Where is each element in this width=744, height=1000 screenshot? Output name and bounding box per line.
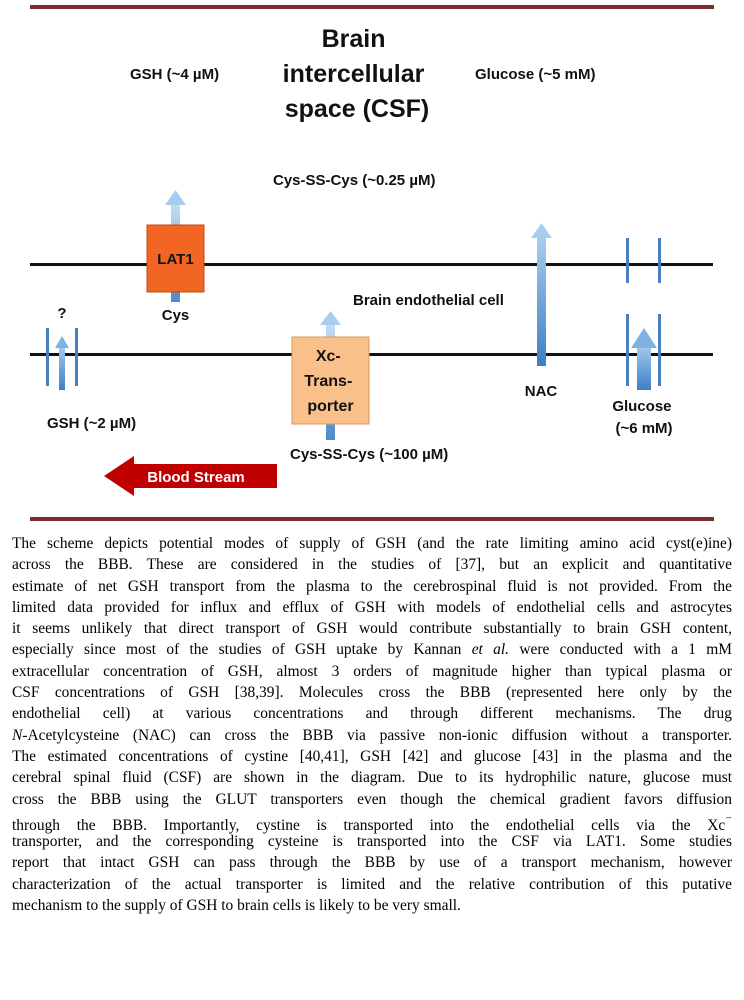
basal-membrane <box>30 353 713 356</box>
caption-text: it seems unlikely that direct transport … <box>12 620 732 638</box>
caption-line: limited data provided for influx and eff… <box>12 597 732 618</box>
glut-basal-left-bar <box>626 314 629 386</box>
xc-arrowhead <box>320 311 341 325</box>
gsh-plasma-label: GSH (~2 µM) <box>47 415 136 432</box>
cys-label: Cys <box>162 307 190 324</box>
caption-line: cerebral spinal fluid (CSF) are shown in… <box>12 767 732 788</box>
xc-transporter <box>291 336 370 425</box>
caption-line: characterization of the actual transport… <box>12 874 732 895</box>
glucose-arrow-stem <box>637 344 651 390</box>
caption-text: estimate of net GSH transport from the p… <box>12 577 732 595</box>
caption-italic: N <box>12 726 23 744</box>
caption-line: mechanism to the supply of GSH to brain … <box>12 895 732 916</box>
caption-line: endothelial cell) at various concentrati… <box>12 703 732 724</box>
caption-text: characterization of the actual transport… <box>12 875 732 893</box>
apical-membrane <box>30 263 713 266</box>
glucose-arrowhead <box>631 328 657 348</box>
caption-text: across the BBB. These are considered in … <box>12 556 732 574</box>
caption-line: through the BBB. Importantly, cystine is… <box>12 810 732 834</box>
caption-text: through the BBB. Importantly, cystine is… <box>12 817 726 834</box>
gsh-channel-right-bar <box>75 328 78 386</box>
caption-text: extracellular concentration of GSH, almo… <box>12 662 732 680</box>
caption-text: were conducted with a 1 mM <box>509 641 732 659</box>
endothelial-cell-label: Brain endothelial cell <box>353 292 504 309</box>
csf-title: Brain intercellular space (CSF) <box>283 25 432 123</box>
gsh-arrow-stem <box>59 345 65 390</box>
top-rule <box>30 5 714 9</box>
figure-caption: The scheme depicts potential modes of su… <box>12 533 732 916</box>
cystine-csf-label: Cys-SS-Cys (~0.25 µM) <box>273 172 435 189</box>
xc-transporter-label: Xc- Trans- porter <box>304 348 356 415</box>
gsh-channel-left-bar <box>46 328 49 386</box>
lat1-arrowhead <box>165 190 186 205</box>
caption-text: The estimated concentrations of cystine … <box>12 747 732 765</box>
caption-text: endothelial cell) at various concentrati… <box>12 705 732 723</box>
caption-line: extracellular concentration of GSH, almo… <box>12 661 732 682</box>
caption-text: cross the BBB using the GLUT transporter… <box>12 790 732 808</box>
caption-line: it seems unlikely that direct transport … <box>12 618 732 639</box>
caption-text: transporter, and the corresponding cyste… <box>12 833 732 851</box>
blood-stream-arrow <box>104 456 277 496</box>
caption-line: report that intact GSH can pass through … <box>12 852 732 873</box>
glut-apical-left-bar <box>626 238 629 283</box>
caption-line: cross the BBB using the GLUT transporter… <box>12 789 732 810</box>
glucose-csf-label: Glucose (~5 mM) <box>475 66 595 83</box>
caption-text: cerebral spinal fluid (CSF) are shown in… <box>12 769 732 787</box>
caption-text: The scheme depicts potential modes of su… <box>12 535 732 552</box>
cystine-plasma-label: Cys-SS-Cys (~100 µM) <box>290 446 448 463</box>
gsh-arrowhead <box>55 336 69 348</box>
caption-line: N-Acetylcysteine (NAC) can cross the BBB… <box>12 725 732 746</box>
lat1-label: LAT1 <box>157 251 193 268</box>
nac-arrowhead <box>531 223 552 238</box>
caption-superscript: ⁻ <box>725 812 732 827</box>
caption-text: especially since most of the studies of … <box>12 641 472 659</box>
glut-apical-right-bar <box>658 238 661 283</box>
caption-text: limited data provided for influx and eff… <box>12 598 732 616</box>
gsh-csf-label: GSH (~4 µM) <box>130 66 219 83</box>
glucose-plasma-label: Glucose (~6 mM) <box>612 398 675 437</box>
caption-line: especially since most of the studies of … <box>12 639 732 660</box>
unknown-transport-mark: ? <box>57 305 66 322</box>
caption-line: The scheme depicts potential modes of su… <box>12 533 732 554</box>
caption-line: transporter, and the corresponding cyste… <box>12 831 732 852</box>
caption-line: The estimated concentrations of cystine … <box>12 746 732 767</box>
lat1-transporter <box>146 224 205 293</box>
caption-text: CSF concentrations of GSH [38,39]. Molec… <box>12 684 732 702</box>
caption-italic: et al. <box>471 641 510 659</box>
caption-line: CSF concentrations of GSH [38,39]. Molec… <box>12 682 732 703</box>
blood-stream-label: Blood Stream <box>147 469 245 486</box>
nac-label: NAC <box>525 383 558 400</box>
bbb-diagram: Brain intercellular space (CSF) GSH (~4 … <box>30 5 714 521</box>
caption-text: report that intact GSH can pass through … <box>12 854 732 872</box>
caption-line: across the BBB. These are considered in … <box>12 554 732 575</box>
glut-basal-right-bar <box>658 314 661 386</box>
caption-text: -Acetylcysteine (NAC) can cross the BBB … <box>22 726 732 744</box>
bottom-rule <box>30 517 714 521</box>
nac-arrow-stem <box>537 236 546 366</box>
caption-text: mechanism to the supply of GSH to brain … <box>12 897 461 915</box>
caption-line: estimate of net GSH transport from the p… <box>12 576 732 597</box>
